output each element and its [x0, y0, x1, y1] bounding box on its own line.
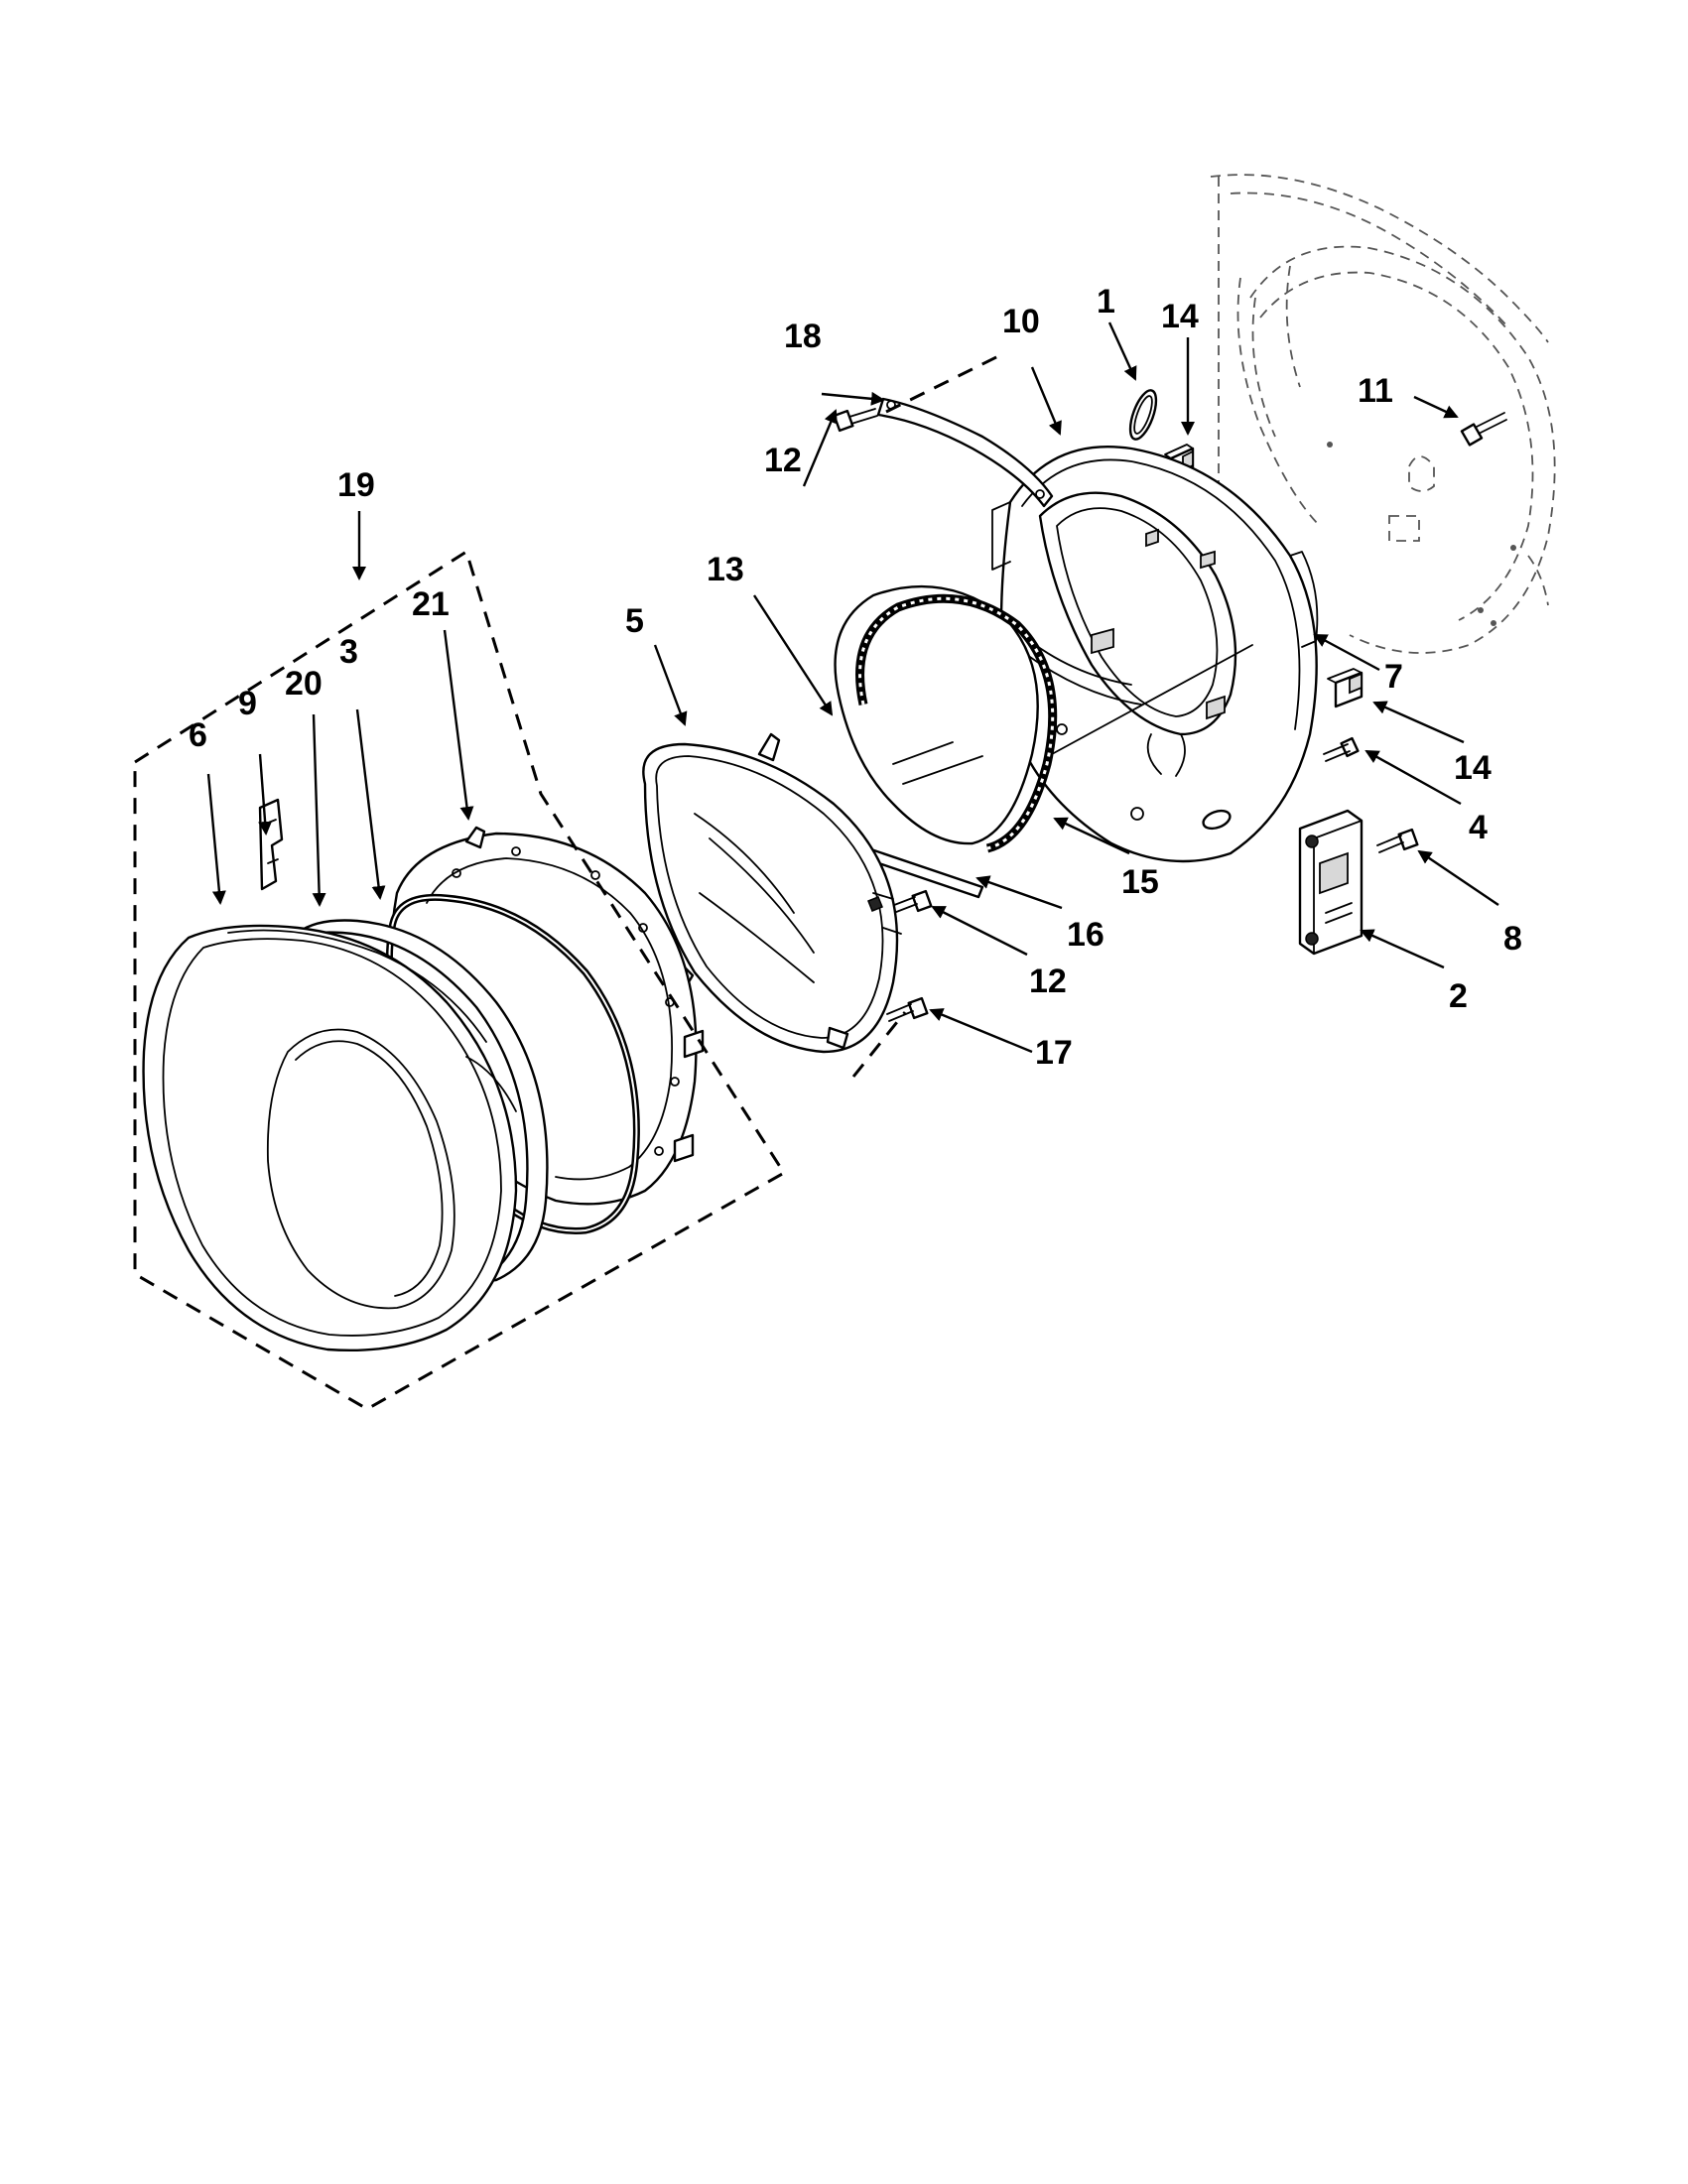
- callout-21: 21: [412, 585, 450, 623]
- callout-16: 16: [1067, 916, 1104, 954]
- leader-lines: [206, 321, 1499, 1054]
- callout-14-upper: 14: [1161, 298, 1199, 335]
- callout-6: 6: [189, 716, 207, 754]
- callout-14-lower: 14: [1454, 749, 1492, 787]
- screw-8: [1376, 828, 1419, 853]
- callout-7: 7: [1384, 658, 1403, 696]
- callout-12-lower: 12: [1029, 963, 1067, 1000]
- callout-labels: 1 14 10 18 11 12 19 13 5 21 3 20 9 6 7 1…: [189, 283, 1522, 1072]
- part-10-door-inner: [991, 445, 1319, 863]
- screw-12-upper: [833, 408, 878, 433]
- callout-11: 11: [1358, 372, 1393, 410]
- part-15-gasket: [855, 593, 1058, 853]
- callout-9: 9: [238, 685, 257, 722]
- callout-1: 1: [1097, 283, 1115, 321]
- callout-3: 3: [339, 633, 358, 671]
- callout-20: 20: [285, 665, 323, 703]
- alignment-line-lower: [851, 1011, 907, 1078]
- callout-18: 18: [784, 318, 822, 355]
- part-6-outer-door: [142, 924, 518, 1352]
- part-1-oval: [1128, 389, 1158, 441]
- callout-10: 10: [1002, 303, 1040, 340]
- callout-8: 8: [1503, 920, 1522, 958]
- part-2-hinge: [1298, 809, 1363, 956]
- alignment-line-upper: [885, 352, 1003, 414]
- callout-15: 15: [1121, 863, 1159, 901]
- callout-5: 5: [625, 602, 644, 640]
- part-5-door-frame: [642, 732, 902, 1054]
- callout-17: 17: [1035, 1034, 1073, 1072]
- alignment-line-mid: [1051, 644, 1253, 755]
- cabinet-background: [1210, 174, 1556, 654]
- callout-13: 13: [707, 551, 744, 588]
- part-14-lower: [1327, 668, 1363, 708]
- screw-11: [1460, 412, 1507, 447]
- callout-2: 2: [1449, 977, 1468, 1015]
- callout-4: 4: [1469, 809, 1488, 846]
- part-13-glass: [834, 584, 1039, 845]
- callout-12-upper: 12: [764, 442, 802, 479]
- screw-17: [886, 996, 929, 1022]
- callout-19: 19: [337, 466, 375, 504]
- screw-4: [1323, 736, 1360, 762]
